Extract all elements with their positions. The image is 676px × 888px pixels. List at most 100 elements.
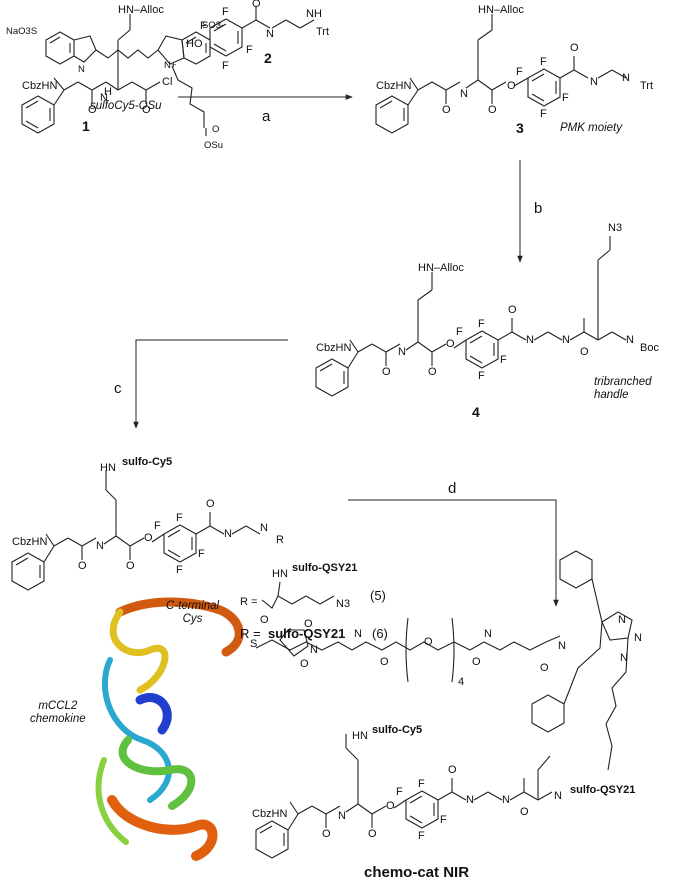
final-s-label: S bbox=[250, 638, 258, 650]
c4-f-4: F bbox=[478, 370, 485, 382]
c1-nh-label: H bbox=[104, 86, 112, 98]
c56-oxygen-1: O bbox=[78, 560, 87, 572]
c2-f-2: F bbox=[200, 20, 207, 32]
c4-f-1: F bbox=[478, 318, 485, 330]
c56-oxygen-4: O bbox=[206, 498, 215, 510]
final-n-1: N bbox=[338, 810, 346, 822]
c2-f-3: F bbox=[246, 44, 253, 56]
final-cy5-label: sulfo-Cy5 bbox=[372, 724, 423, 736]
dye-nplus-label: N+ bbox=[164, 60, 177, 71]
final-f-3: F bbox=[440, 814, 447, 826]
c4-n3-label: N3 bbox=[608, 222, 623, 234]
c3-f-4: F bbox=[540, 108, 547, 120]
c3-n-label: N bbox=[460, 88, 468, 100]
c56-r-equals-2: R = bbox=[240, 626, 261, 641]
final-mal-oxygen-1: O bbox=[304, 618, 313, 630]
dbco-ring-bottom bbox=[531, 694, 565, 733]
c1-oxygen-1: O bbox=[88, 104, 97, 116]
c56-f-2: F bbox=[154, 520, 161, 532]
triazole-ring bbox=[601, 611, 633, 641]
c56-f-3: F bbox=[198, 548, 205, 560]
c4-ring bbox=[465, 330, 499, 369]
c4-f-2: F bbox=[456, 326, 463, 338]
final-n-linker-2: N bbox=[484, 628, 492, 640]
c1-n-label: N bbox=[100, 92, 108, 104]
step-b-label: b bbox=[534, 200, 543, 217]
c4-oxygen-2: O bbox=[428, 366, 437, 378]
final-f-2: F bbox=[396, 786, 403, 798]
final-peg-oxygen: O bbox=[424, 636, 433, 648]
c3-phenyl bbox=[375, 95, 409, 134]
c4-n-amide-1: N bbox=[526, 334, 534, 346]
c56-f-4: F bbox=[176, 564, 183, 576]
c1-cbz-label: CbzHN bbox=[22, 80, 58, 92]
c56-r-equals: R = bbox=[240, 596, 258, 608]
c2-oxygen: O bbox=[252, 0, 261, 10]
c56-cy5-label: sulfo-Cy5 bbox=[122, 456, 173, 468]
final-triazole-n3: N bbox=[620, 652, 628, 664]
c1-cl-label: Cl bbox=[162, 76, 173, 88]
c56-phenyl bbox=[11, 552, 45, 591]
c3-oxygen-3: O bbox=[507, 80, 516, 92]
final-peg-n: 4 bbox=[458, 676, 465, 688]
compound-6-number: (6) bbox=[372, 626, 388, 641]
c1-alloc-label: HN–Alloc bbox=[118, 4, 164, 16]
c3-oxygen-4: O bbox=[570, 42, 579, 54]
c3-oxygen-2: O bbox=[488, 104, 497, 116]
final-oxygen-linker-1: O bbox=[380, 656, 389, 668]
arrow-c bbox=[133, 339, 288, 429]
final-oxygen-2: O bbox=[368, 828, 377, 840]
c4-phenyl bbox=[315, 358, 349, 397]
c4-f-3: F bbox=[500, 354, 507, 366]
c4-boc-label: Boc bbox=[640, 342, 659, 354]
c56-oxygen-5: O bbox=[260, 614, 269, 626]
c3-oxygen-1: O bbox=[442, 104, 451, 116]
c56-r-qsy: sulfo-QSY21 bbox=[268, 626, 346, 641]
compound-4-number: 4 bbox=[472, 404, 480, 420]
final-oxygen-linker-2: O bbox=[472, 656, 481, 668]
c56-n3-label: N3 bbox=[336, 598, 351, 610]
final-oxygen-5: O bbox=[520, 806, 529, 818]
step-d-label: d bbox=[448, 480, 457, 497]
final-n-qsy: N bbox=[554, 790, 562, 802]
c2-trt-label: Trt bbox=[316, 26, 330, 38]
c56-n-r: N bbox=[260, 522, 268, 534]
tribranched-caption: tribranched handle bbox=[594, 376, 652, 401]
final-oxygen-4: O bbox=[448, 764, 457, 776]
c3-f-3: F bbox=[562, 92, 569, 104]
dye-n-left: N bbox=[78, 64, 85, 75]
c56-qsy-label: sulfo-QSY21 bbox=[292, 562, 358, 574]
c4-oxygen-5: O bbox=[580, 346, 589, 358]
c3-alloc-label: HN–Alloc bbox=[478, 4, 524, 16]
c4-alloc-label: HN–Alloc bbox=[418, 262, 464, 274]
c4-n-label: N bbox=[398, 346, 406, 358]
c56-ring bbox=[163, 524, 197, 563]
dye-name: sulfoCy5-OSu bbox=[90, 100, 162, 112]
dye-naso3-label: NaO3S bbox=[6, 26, 38, 37]
final-triazole-n1: N bbox=[618, 614, 626, 626]
c4-oxygen-1: O bbox=[382, 366, 391, 378]
final-triazole-n2: N bbox=[634, 632, 642, 644]
dbco-ring-top bbox=[559, 550, 593, 589]
c4-oxygen-4: O bbox=[508, 304, 517, 316]
c56-cbz-label: CbzHN bbox=[12, 536, 48, 548]
final-f-1: F bbox=[418, 778, 425, 790]
pmk-caption: PMK moiety bbox=[560, 122, 622, 134]
chemokine-caption: mCCL2 chemokine bbox=[30, 700, 86, 725]
compound-3-number: 3 bbox=[516, 120, 524, 136]
final-mal-oxygen-2: O bbox=[300, 658, 309, 670]
final-n-amide-1: N bbox=[466, 794, 474, 806]
chemokine-ribbon bbox=[95, 597, 244, 861]
final-dbco-n: N bbox=[558, 640, 566, 652]
compound-2-number: 2 bbox=[264, 50, 272, 66]
final-phenyl bbox=[255, 820, 289, 859]
c56-f-1: F bbox=[176, 512, 183, 524]
c56-n-label: N bbox=[96, 540, 104, 552]
c2-f-4: F bbox=[222, 60, 229, 72]
c4-n-boc: N bbox=[626, 334, 634, 346]
final-n-amide-2: N bbox=[502, 794, 510, 806]
c56-oxygen-2: O bbox=[126, 560, 135, 572]
c4-n-amide-2: N bbox=[562, 334, 570, 346]
c56-hn-label: HN bbox=[100, 462, 116, 474]
